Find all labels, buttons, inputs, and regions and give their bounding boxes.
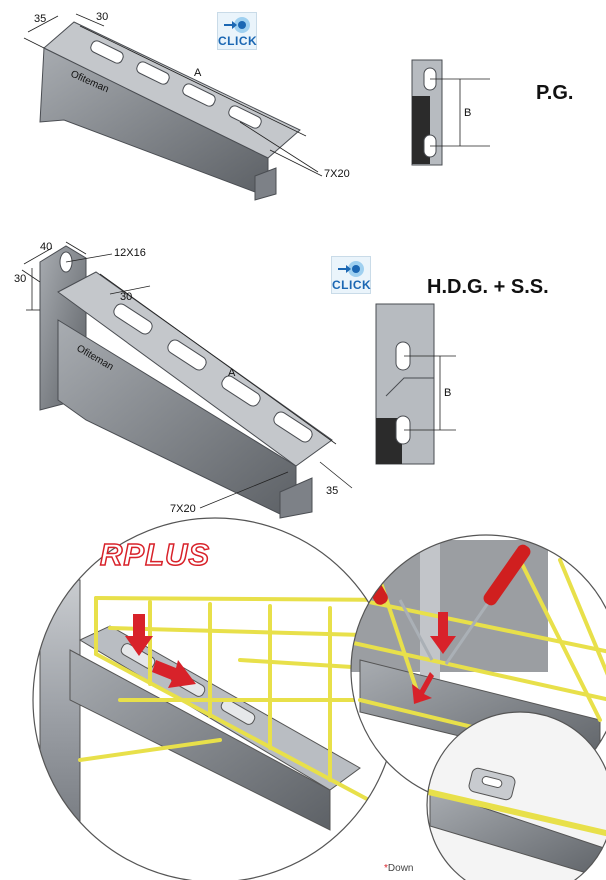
rplus-logo: RPLUS xyxy=(99,536,211,573)
top-dim-slot: 7X20 xyxy=(324,168,350,180)
top-bracket-drawing: 35 30 A 7X20 Ofiteman xyxy=(23,11,350,201)
top-detail-spacing: B xyxy=(464,107,471,119)
bottom-detail-drawing: B xyxy=(375,303,456,465)
top-dim-slot-pitch: 30 xyxy=(96,11,108,23)
click-logo-text: CLICK xyxy=(218,34,258,48)
bottom-bracket-drawing: 40 12X16 30 30 A 7X20 35 Ofiteman xyxy=(14,241,353,519)
rplus-illustration xyxy=(32,517,398,880)
insert-arrows xyxy=(125,614,196,688)
bottom-dim-width: 35 xyxy=(326,485,338,497)
finish-label-pg: P.G. xyxy=(536,82,574,104)
click-target-icon xyxy=(338,261,364,277)
down-note-star: * xyxy=(384,863,388,874)
down-note: *Down xyxy=(384,863,413,874)
top-detail-drawing: B xyxy=(411,59,490,166)
down-note-text: Down xyxy=(387,863,414,874)
finish-label-hdg: H.D.G. + S.S. xyxy=(427,276,549,298)
top-dim-length: A xyxy=(194,67,202,79)
release-illustration xyxy=(350,534,606,880)
bottom-dim-slot-pitch: 30 xyxy=(120,291,132,303)
bottom-dim-plate-height: 30 xyxy=(14,273,26,285)
top-dim-width: 35 xyxy=(34,13,46,25)
click-logo-bottom: CLICK xyxy=(331,256,371,294)
click-logo-text: CLICK xyxy=(332,278,372,292)
bottom-dim-slot: 7X20 xyxy=(170,503,196,515)
click-logo-top: CLICK xyxy=(217,12,257,50)
bottom-dim-hole: 12X16 xyxy=(114,247,146,259)
bottom-detail-spacing: B xyxy=(444,387,451,399)
top-bracket-slots xyxy=(90,40,262,129)
bottom-dim-plate-width: 40 xyxy=(40,241,52,253)
wire-mesh-left xyxy=(78,596,397,808)
bottom-dim-length: A xyxy=(228,367,236,379)
click-target-icon xyxy=(224,17,250,33)
bottom-bracket-slots xyxy=(113,303,313,443)
